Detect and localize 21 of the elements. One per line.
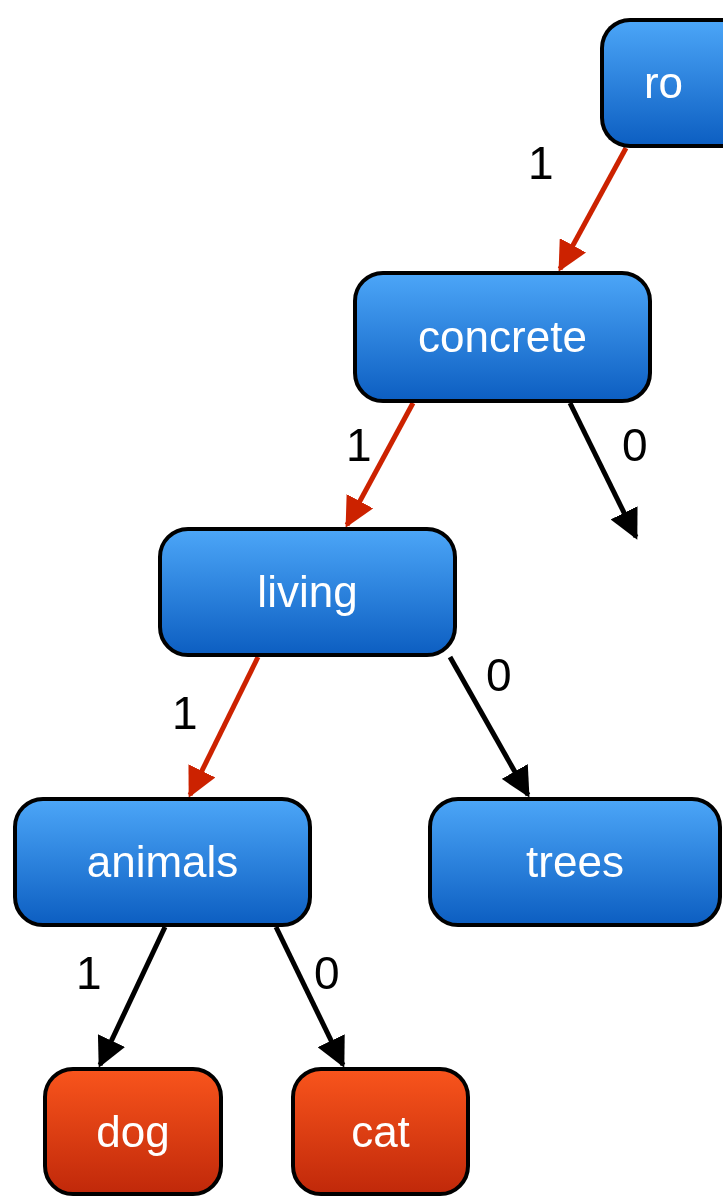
node-label: living <box>257 567 358 617</box>
arrow <box>187 655 261 798</box>
arrow <box>273 925 346 1068</box>
node-label: cat <box>351 1106 410 1157</box>
node-label: concrete <box>418 312 587 362</box>
arrow <box>447 655 531 798</box>
category-node <box>353 271 652 403</box>
arrow <box>97 925 168 1068</box>
node-label: trees <box>526 837 624 887</box>
arrow <box>344 401 416 528</box>
node-label: ro <box>643 58 684 108</box>
leaf-node <box>291 1067 470 1196</box>
arrow <box>557 146 629 272</box>
leaf-node <box>43 1067 223 1196</box>
node-label: dog <box>96 1106 170 1157</box>
category-node <box>158 527 457 657</box>
category-node <box>13 797 312 927</box>
category-node <box>428 797 722 927</box>
category-node <box>600 18 723 148</box>
arrow <box>567 401 639 540</box>
node-label: animals <box>86 837 239 887</box>
